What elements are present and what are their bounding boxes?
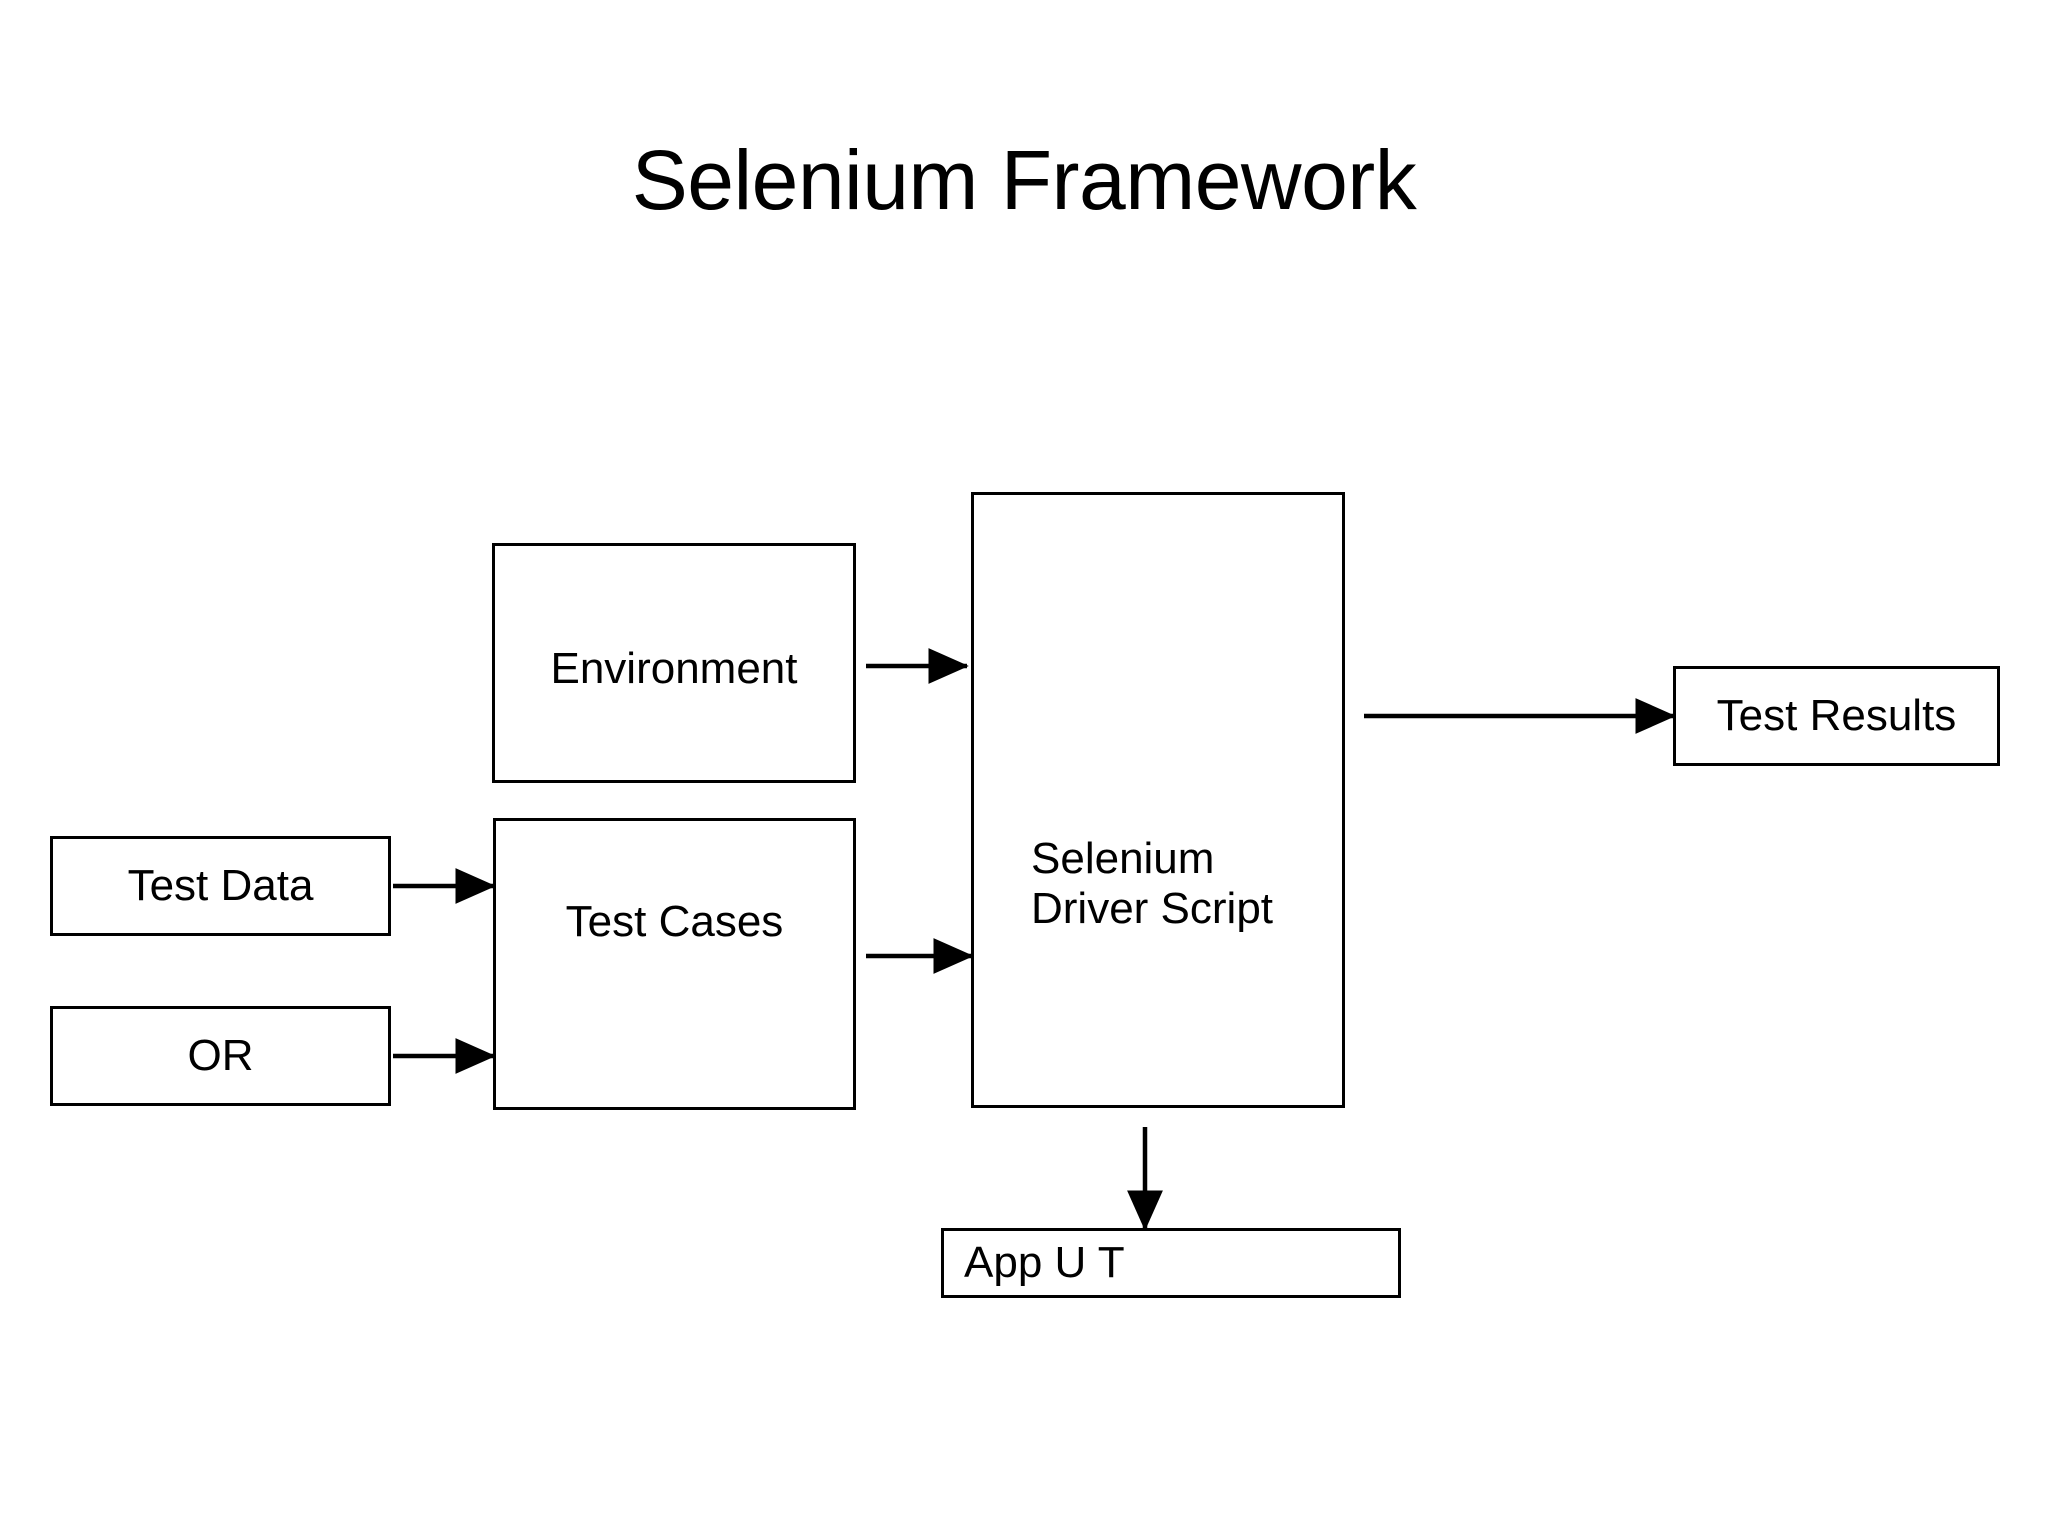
node-test-data-label: Test Data (127, 860, 314, 910)
node-app-under-test[interactable]: App U T (941, 1228, 1401, 1298)
node-or[interactable]: OR (50, 1006, 391, 1106)
node-selenium-driver-script-label: Selenium Driver Script (1031, 833, 1274, 934)
node-or-label: OR (187, 1030, 254, 1080)
node-selenium-driver-script[interactable]: Selenium Driver Script (971, 492, 1345, 1108)
node-environment-label: Environment (550, 644, 798, 693)
node-app-under-test-label: App U T (964, 1237, 1125, 1287)
node-test-cases[interactable]: Test Cases (493, 818, 856, 1110)
node-test-cases-label: Test Cases (565, 897, 784, 946)
node-test-results-label: Test Results (1716, 690, 1957, 740)
node-test-results[interactable]: Test Results (1673, 666, 2000, 766)
page-title: Selenium Framework (631, 133, 1417, 227)
node-test-data[interactable]: Test Data (50, 836, 391, 936)
node-environment[interactable]: Environment (492, 543, 856, 783)
